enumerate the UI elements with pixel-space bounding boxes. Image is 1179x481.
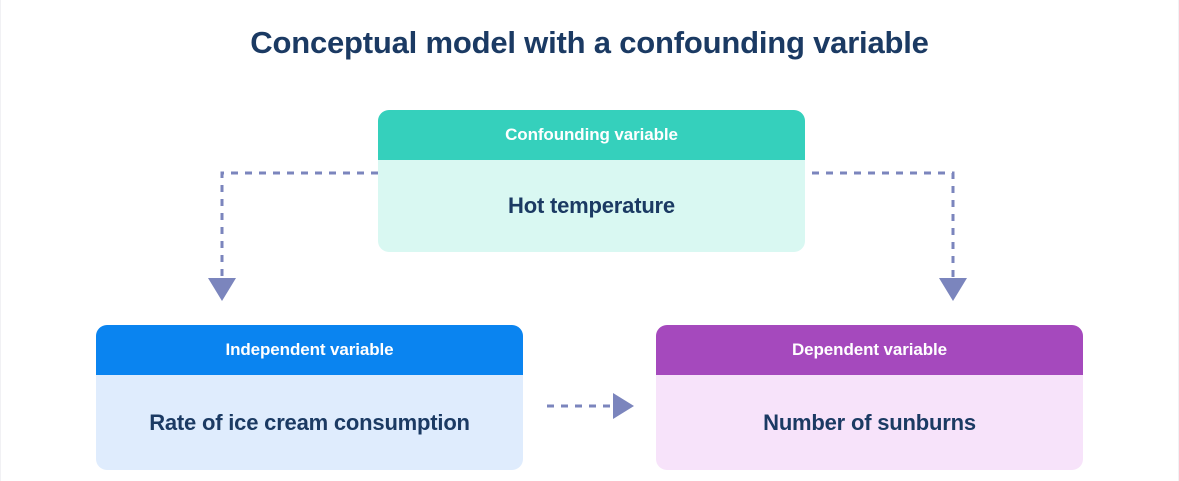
arrow-independent-to-dependent [547, 393, 634, 419]
page-title: Conceptual model with a confounding vari… [250, 24, 929, 60]
arrowhead-icon [939, 278, 967, 301]
card-independent-body: Rate of ice cream consumption [96, 375, 523, 470]
card-confounding-body: Hot temperature [378, 160, 805, 252]
card-dependent-header: Dependent variable [656, 325, 1083, 375]
arrow-line [220, 171, 378, 278]
arrowhead-icon [208, 278, 236, 301]
card-dependent-variable: Dependent variable Number of sunburns [656, 325, 1083, 470]
card-confounding-header: Confounding variable [378, 110, 805, 160]
arrow-line [812, 171, 955, 278]
card-independent-variable: Independent variable Rate of ice cream c… [96, 325, 523, 470]
card-independent-header: Independent variable [96, 325, 523, 375]
arrowhead-icon [613, 393, 634, 419]
card-confounding-variable: Confounding variable Hot temperature [378, 110, 805, 252]
arrow-confounding-to-dependent [812, 171, 967, 301]
card-dependent-body: Number of sunburns [656, 375, 1083, 470]
arrow-confounding-to-independent [208, 171, 378, 301]
left-edge-rule [0, 0, 1, 481]
